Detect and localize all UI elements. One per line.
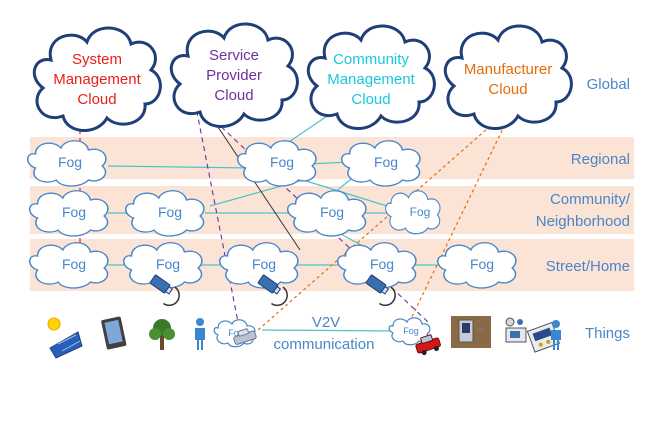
door-lock-icon [451, 316, 491, 348]
person-icon [551, 320, 561, 350]
fog-labels: Fog Fog Fog Fog Fog Fog Fog Fog Fog Fog … [58, 154, 494, 338]
tablet-icon [101, 316, 127, 350]
fog-label: Fog [470, 256, 494, 272]
tier-band-regional [30, 137, 634, 179]
community-cloud-line1: Community [333, 51, 409, 68]
fog-label: Fog [320, 204, 344, 220]
fog-label: Fog [403, 326, 419, 336]
fog-label: Fog [156, 256, 180, 272]
tier-label-things: Things [585, 325, 630, 342]
system-cloud-line2: Management [53, 71, 141, 88]
fog-label: Fog [62, 256, 86, 272]
fog-label: Fog [62, 204, 86, 220]
service-cloud-line2: Provider [206, 67, 262, 84]
manufacturer-cloud-line1: Manufacturer [464, 61, 552, 78]
system-management-cloud: System Management Cloud [32, 26, 162, 133]
system-cloud-line3: Cloud [77, 91, 116, 108]
smart-meter-icon [526, 321, 561, 353]
community-cloud-line2: Management [327, 71, 415, 88]
tier-labels: Global Regional Community/ Neighborhood … [536, 76, 631, 342]
community-cloud-line3: Cloud [351, 91, 390, 108]
camera-icon [365, 274, 396, 307]
manufacturer-cloud: Manufacturer Cloud [443, 24, 573, 131]
system-cloud-line1: System [72, 51, 122, 68]
fog-label: Fog [58, 154, 82, 170]
service-cloud-line3: Cloud [214, 87, 253, 104]
camera-icon [257, 274, 288, 307]
tier-label-regional: Regional [571, 151, 630, 168]
tier-label-community-1: Community/ [550, 191, 631, 208]
v2v-label-1: V2V [312, 314, 340, 331]
fog-label: Fog [374, 154, 398, 170]
fog-label: Fog [252, 256, 276, 272]
tree-icon [149, 319, 175, 350]
manufacturer-cloud-line2: Cloud [488, 81, 527, 98]
fog-label: Fog [270, 154, 294, 170]
manufacturer-links [257, 113, 511, 331]
tier-label-street: Street/Home [546, 258, 630, 275]
fog-label: Fog [370, 256, 394, 272]
home-appliance-icon [505, 317, 527, 343]
camera-icon [149, 274, 180, 307]
service-provider-cloud: Service Provider Cloud [169, 22, 299, 129]
service-provider-links [194, 101, 429, 323]
tier-label-global: Global [587, 76, 630, 93]
service-cloud-line1: Service [209, 47, 259, 64]
community-management-cloud: Community Management Cloud [306, 24, 436, 131]
solar-panel-icon [47, 317, 83, 359]
car-icon [233, 328, 257, 345]
car-icon [415, 334, 441, 356]
fog-label: Fog [158, 204, 182, 220]
v2v-label-2: communication [274, 336, 375, 353]
fog-label: Fog [410, 205, 431, 219]
fog-label: Fog [228, 328, 244, 338]
person-icon [195, 318, 205, 350]
tier-label-community-2: Neighborhood [536, 213, 630, 230]
